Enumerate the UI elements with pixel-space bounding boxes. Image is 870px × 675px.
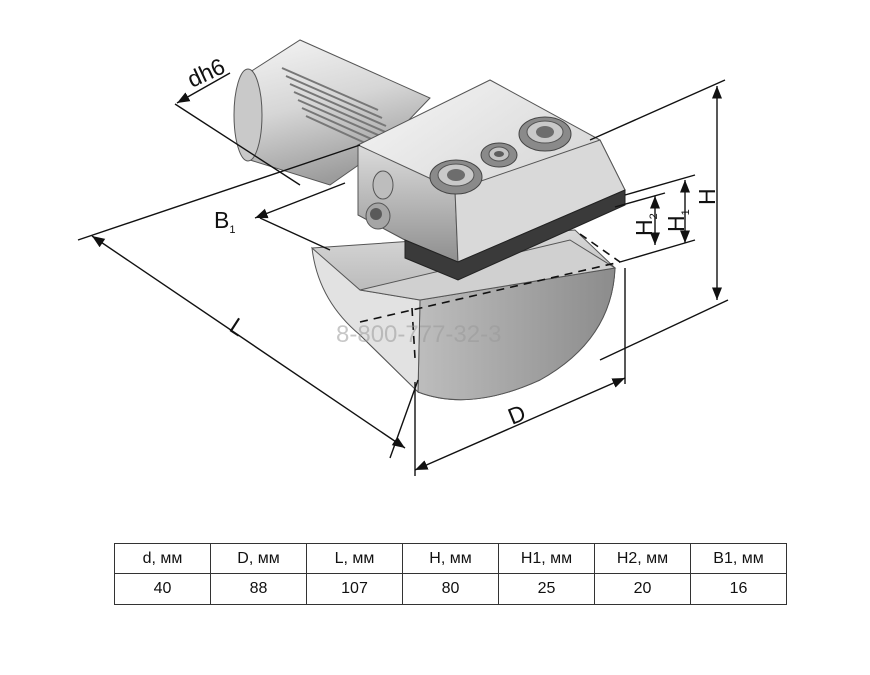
label-dh6: dh6 bbox=[183, 53, 229, 93]
watermark-phone: 8-800-777-32-3 bbox=[336, 321, 501, 348]
table-cell: 80 bbox=[402, 573, 499, 605]
table-row: 40 88 107 80 25 20 16 bbox=[114, 573, 787, 605]
label-h2-main: H bbox=[631, 219, 657, 236]
table-cell: 25 bbox=[498, 573, 595, 605]
label-b1-sub: 1 bbox=[229, 224, 235, 236]
screw-left-icon bbox=[429, 159, 483, 195]
screw-center-icon bbox=[480, 142, 518, 168]
label-d: D bbox=[504, 399, 529, 429]
table-cell: 40 bbox=[114, 573, 211, 605]
shank bbox=[233, 39, 431, 186]
table-cell: 107 bbox=[306, 573, 403, 605]
table-header-row: d, мм D, мм L, мм H, мм H1, мм H2, мм B1… bbox=[114, 543, 787, 574]
table-cell: 88 bbox=[210, 573, 307, 605]
dimensions-table: d, мм D, мм L, мм H, мм H1, мм H2, мм B1… bbox=[114, 543, 787, 605]
table-header-cell: D, мм bbox=[210, 543, 307, 574]
label-h1-sub: 1 bbox=[680, 209, 692, 215]
label-h2-sub: 2 bbox=[648, 213, 660, 219]
clamp-screws bbox=[365, 116, 572, 230]
table-cell: 16 bbox=[690, 573, 787, 605]
dimension-lines bbox=[77, 72, 729, 476]
table-cell: 20 bbox=[594, 573, 691, 605]
label-h1: H1 bbox=[663, 209, 692, 232]
table-header-cell: H1, мм bbox=[498, 543, 595, 574]
table-header-cell: L, мм bbox=[306, 543, 403, 574]
label-l: L bbox=[225, 312, 250, 341]
label-b1: B1 bbox=[214, 207, 235, 236]
table-header-cell: d, мм bbox=[114, 543, 211, 574]
coolant-plug-icon bbox=[365, 170, 394, 230]
label-h: H bbox=[694, 188, 720, 205]
screw-right-icon bbox=[518, 116, 572, 152]
table-header-cell: B1, мм bbox=[690, 543, 787, 574]
label-h1-main: H bbox=[663, 215, 689, 232]
table-header-cell: H2, мм bbox=[594, 543, 691, 574]
table-header-cell: H, мм bbox=[402, 543, 499, 574]
tool-holder-drawing: dh6 B1 L D H H1 H2 8-800-777-32-3 bbox=[77, 39, 729, 476]
label-b1-main: B bbox=[214, 207, 229, 233]
label-h2: H2 bbox=[631, 213, 660, 236]
